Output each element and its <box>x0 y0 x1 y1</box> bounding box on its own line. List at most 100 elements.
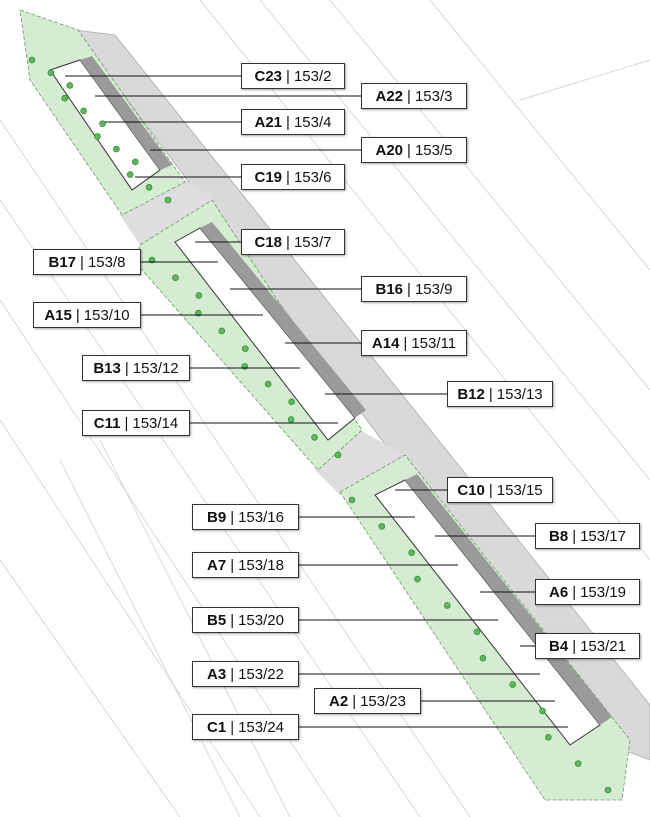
parcel-number: 153/4 <box>293 113 332 131</box>
plot-code: A2 <box>329 692 349 710</box>
plot-label-c18[interactable]: C18|153/7 <box>241 229 345 255</box>
tree-icon <box>241 345 249 352</box>
parcel-number: 153/24 <box>238 718 284 736</box>
plot-label-c19[interactable]: C19|153/6 <box>241 164 345 190</box>
plot-label-b13[interactable]: B13|153/12 <box>82 355 190 381</box>
plot-code: C10 <box>457 481 485 499</box>
tree-icon <box>378 523 386 530</box>
separator: | <box>488 385 493 403</box>
separator: | <box>286 168 290 186</box>
tree-icon <box>287 416 295 423</box>
tree-icon <box>80 107 87 115</box>
separator: | <box>407 280 411 298</box>
tree-icon <box>66 82 74 89</box>
tree-icon <box>408 549 415 557</box>
tree-icon <box>47 69 55 77</box>
plot-code: B9 <box>207 508 227 526</box>
parcel-number: 153/21 <box>580 637 626 655</box>
parcel-number: 153/11 <box>411 334 457 352</box>
tree-icon <box>113 145 120 153</box>
tree-icon <box>334 451 342 459</box>
tree-icon <box>164 196 172 204</box>
parcel-number: 153/16 <box>238 508 284 526</box>
parcel-number: 153/9 <box>414 280 453 298</box>
plot-label-a21[interactable]: A21|153/4 <box>241 109 345 135</box>
parcel-number: 153/2 <box>293 67 332 85</box>
plot-label-a2[interactable]: A2|153/23 <box>314 688 421 714</box>
tree-icon <box>61 94 69 102</box>
plot-code: B12 <box>457 385 485 403</box>
plot-label-a3[interactable]: A3|153/22 <box>192 661 299 687</box>
plot-label-a6[interactable]: A6|153/19 <box>535 579 640 605</box>
tree-icon <box>218 327 226 335</box>
plot-label-a20[interactable]: A20|153/5 <box>361 137 467 163</box>
parcel-number: 153/13 <box>496 385 543 403</box>
plot-label-b16[interactable]: B16|153/9 <box>361 276 467 302</box>
tree-icon <box>288 398 295 406</box>
parcel-number: 153/23 <box>360 692 406 710</box>
plot-code: A3 <box>207 665 227 683</box>
parking-strips <box>80 56 612 725</box>
tree-icon <box>28 56 36 64</box>
tree-icon <box>479 654 487 662</box>
plot-code: B8 <box>549 527 569 545</box>
tree-icon <box>172 274 179 282</box>
plot-code: B13 <box>93 359 121 377</box>
tree-icon <box>126 171 134 178</box>
parcel-number: 153/18 <box>238 556 284 574</box>
parcel-number: 153/7 <box>293 233 332 251</box>
plot-label-b5[interactable]: B5|153/20 <box>192 607 299 633</box>
separator: | <box>352 692 357 710</box>
parcel-number: 153/22 <box>238 665 284 683</box>
cross-street-2 <box>315 430 405 495</box>
plot-label-c23[interactable]: C23|153/2 <box>241 63 345 89</box>
plot-label-b17[interactable]: B17|153/8 <box>33 249 141 275</box>
plot-label-c11[interactable]: C11|153/14 <box>82 410 190 436</box>
plot-label-a7[interactable]: A7|153/18 <box>192 552 299 578</box>
tree-icon <box>443 602 451 609</box>
plot-code: C11 <box>93 414 121 432</box>
parcel-number: 153/15 <box>496 481 543 499</box>
plot-label-a15[interactable]: A15|153/10 <box>33 302 141 328</box>
tree-icon <box>131 158 139 166</box>
plot-label-b8[interactable]: B8|153/17 <box>535 523 640 549</box>
plot-label-c1[interactable]: C1|153/24 <box>192 714 299 740</box>
plot-code: B5 <box>207 611 227 629</box>
cross-street-1 <box>120 180 215 245</box>
plot-code: C1 <box>207 718 227 736</box>
plot-code: A22 <box>375 87 404 105</box>
plot-code: A21 <box>254 113 283 131</box>
plot-label-c10[interactable]: C10|153/15 <box>447 477 553 503</box>
tree-icon <box>145 183 153 191</box>
separator: | <box>75 306 80 324</box>
separator: | <box>572 637 577 655</box>
tree-icon <box>264 380 272 388</box>
separator: | <box>286 67 290 85</box>
separator: | <box>230 665 235 683</box>
tree-icon <box>94 133 101 140</box>
parcel-number: 153/6 <box>293 168 332 186</box>
plot-label-b4[interactable]: B4|153/21 <box>535 633 640 659</box>
plot-code: A6 <box>549 583 569 601</box>
parcel-number: 153/12 <box>132 359 179 377</box>
plot-label-a22[interactable]: A22|153/3 <box>361 83 467 109</box>
separator: | <box>124 414 129 432</box>
plot-label-b12[interactable]: B12|153/13 <box>447 381 553 407</box>
plot-label-a14[interactable]: A14|153/11 <box>361 330 467 356</box>
separator: | <box>230 556 235 574</box>
plot-code: A15 <box>44 306 72 324</box>
plot-code: A14 <box>371 334 400 352</box>
plot-code: A7 <box>207 556 227 574</box>
plot-label-b9[interactable]: B9|153/16 <box>192 504 299 530</box>
parcel-number: 153/8 <box>87 253 126 271</box>
separator: | <box>230 718 235 736</box>
separator: | <box>230 508 235 526</box>
tree-icon <box>99 120 106 127</box>
parcel-number: 153/10 <box>83 306 130 324</box>
plot-code: C18 <box>254 233 283 251</box>
separator: | <box>572 583 577 601</box>
plot-code: A20 <box>375 141 404 159</box>
separator: | <box>124 359 129 377</box>
tree-icon <box>574 760 582 767</box>
